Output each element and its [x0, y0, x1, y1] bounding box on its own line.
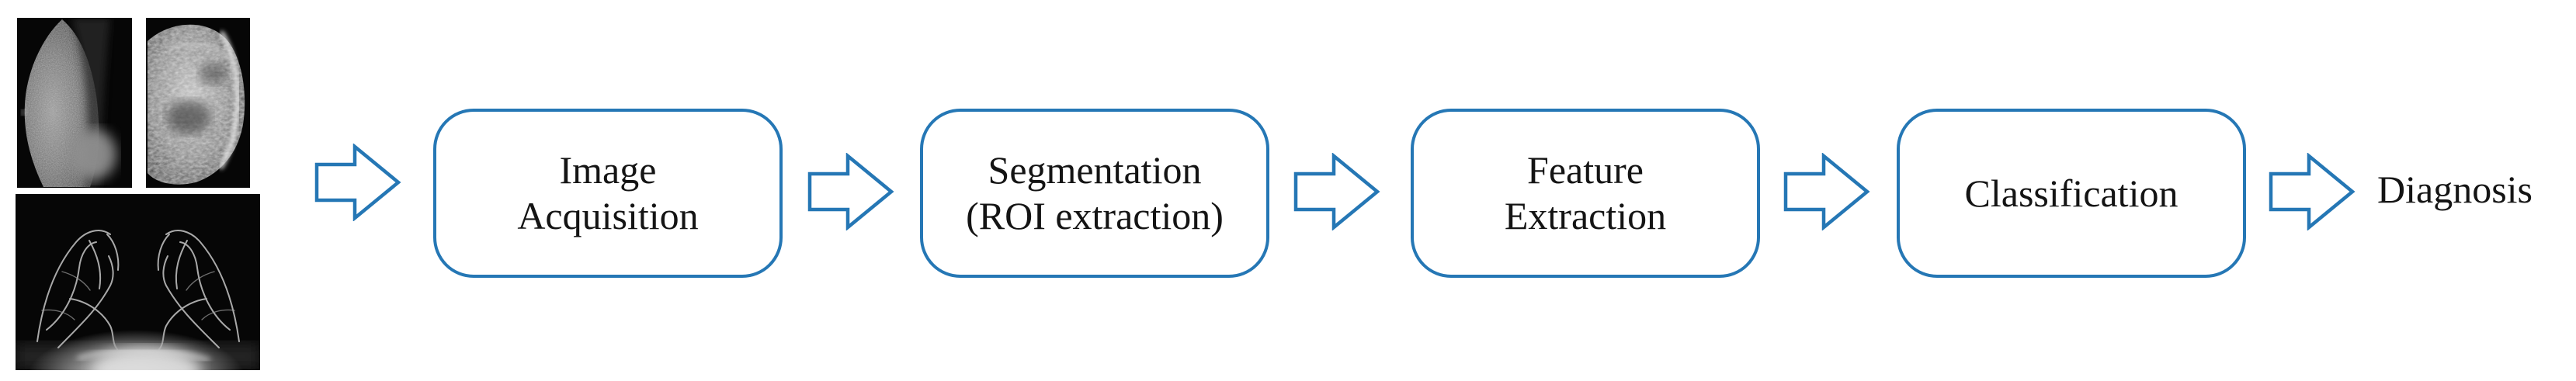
flow-arrow-icon-1 [314, 144, 401, 221]
flow-step-classification: Classification [1897, 109, 2246, 278]
flow-step-label: Segmentation (ROI extraction) [966, 148, 1224, 237]
mammogram-mlo-view-image [17, 18, 132, 188]
flow-step-feature-extraction: Feature Extraction [1411, 109, 1760, 278]
flow-arrow-icon-5 [2269, 153, 2356, 230]
flow-step-label: Feature Extraction [1504, 148, 1667, 237]
flow-arrow-icon-4 [1783, 153, 1870, 230]
flow-step-label: Classification [1964, 171, 2178, 215]
mammogram-cc-view-image [146, 18, 250, 188]
flow-arrow-icon-3 [1293, 153, 1380, 230]
flow-step-image-acquisition: Image Acquisition [433, 109, 783, 278]
flow-arrow-icon-2 [807, 153, 894, 230]
breast-mri-angiography-image [16, 194, 260, 370]
flow-step-segmentation: Segmentation (ROI extraction) [920, 109, 1269, 278]
flow-step-label: Image Acquisition [517, 148, 699, 237]
diagnosis-label: Diagnosis [2377, 168, 2533, 211]
